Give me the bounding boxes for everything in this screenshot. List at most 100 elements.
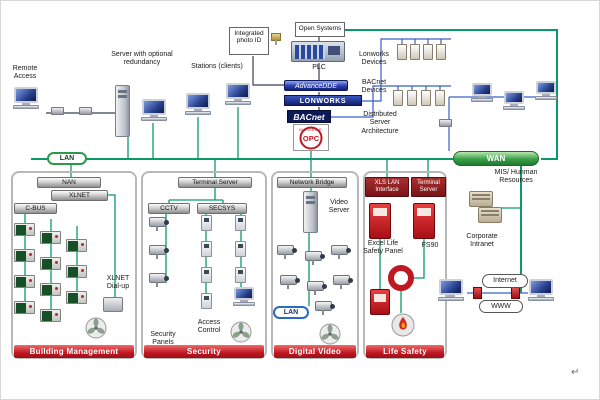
monitor-screen-icon bbox=[186, 93, 210, 109]
modem-icon bbox=[473, 287, 482, 299]
modem-icon bbox=[51, 107, 64, 115]
fire-panel bbox=[369, 203, 391, 239]
monitor-screen-icon bbox=[234, 287, 254, 300]
monitor-screen-icon bbox=[472, 83, 492, 96]
intranet-server bbox=[469, 191, 493, 207]
lan-oval: LAN bbox=[47, 152, 87, 165]
fire-panel-small bbox=[370, 289, 390, 315]
card-reader bbox=[235, 215, 246, 231]
lonworks-devices-label: Lonworks Devices bbox=[359, 51, 389, 67]
internet-oval: Internet bbox=[482, 274, 528, 288]
secsys-banner: SECSYS bbox=[197, 203, 247, 214]
controller-device bbox=[14, 249, 35, 262]
life-safety-title: Life Safety bbox=[366, 345, 444, 358]
distributed-pc-2 bbox=[499, 91, 529, 110]
section-digital-video bbox=[271, 171, 359, 359]
paragraph-return-mark: ↵ bbox=[571, 367, 580, 378]
remote-access-label: Remote Access bbox=[12, 65, 38, 81]
video-server-label: Video Server bbox=[328, 199, 350, 215]
keyboard-icon bbox=[528, 297, 554, 301]
network-bridge-banner: Network Bridge bbox=[277, 177, 347, 188]
keyboard-icon bbox=[225, 101, 251, 105]
internet-pc-2 bbox=[526, 279, 556, 301]
video-camera bbox=[305, 251, 325, 265]
fan-icon bbox=[230, 321, 252, 348]
modem-icon bbox=[511, 287, 520, 299]
security-keypad bbox=[201, 241, 212, 257]
cbus-banner: C-BUS bbox=[14, 203, 57, 214]
controller-device bbox=[14, 275, 35, 288]
www-oval: WWW bbox=[479, 300, 523, 313]
security-keypad bbox=[201, 293, 212, 309]
keyboard-icon bbox=[471, 98, 493, 102]
opc-ring-icon bbox=[299, 126, 323, 149]
access-control-label: Access Control bbox=[197, 319, 221, 335]
distributed-pc-3 bbox=[531, 81, 561, 100]
monitor-screen-icon bbox=[14, 87, 38, 103]
lonworks-device bbox=[436, 44, 446, 60]
distributed-pc-1 bbox=[467, 83, 497, 102]
xlnet-dialup-label: XLNET Dial-up bbox=[106, 275, 130, 291]
wan-banner: WAN bbox=[453, 151, 539, 166]
distributed-server-label: Distributed Server Architecture bbox=[361, 111, 399, 135]
monitor-screen-icon bbox=[529, 279, 553, 295]
keyboard-icon bbox=[438, 297, 464, 301]
security-workstation bbox=[229, 287, 259, 306]
fire-loop-ring bbox=[388, 265, 414, 291]
plc-label: PLC bbox=[312, 64, 326, 71]
station-pc-2 bbox=[223, 83, 253, 105]
security-keypad bbox=[201, 215, 212, 231]
security-title: Security bbox=[144, 345, 264, 358]
controller-device bbox=[14, 223, 35, 236]
photo-camera-icon bbox=[271, 33, 281, 45]
card-reader bbox=[235, 241, 246, 257]
section-life-safety bbox=[363, 171, 447, 359]
controller-device bbox=[66, 239, 87, 252]
xlnet-banner: XLNET bbox=[51, 190, 108, 201]
fan-icon bbox=[319, 323, 341, 350]
controller-device bbox=[14, 301, 35, 314]
server-monitor bbox=[139, 99, 169, 121]
plc-device bbox=[291, 41, 345, 62]
dialup-modem-icon bbox=[103, 297, 123, 312]
lonworks-device bbox=[423, 44, 433, 60]
keyboard-icon bbox=[141, 117, 167, 121]
bacnet-device bbox=[435, 90, 445, 106]
flame-icon bbox=[391, 313, 415, 342]
fan-icon bbox=[85, 317, 107, 344]
cctv-camera bbox=[149, 217, 169, 231]
remote-access-pc bbox=[11, 87, 41, 109]
video-camera bbox=[280, 275, 300, 289]
ls-terminal-server-banner: Terminal Server bbox=[411, 177, 446, 197]
internet-pc-1 bbox=[436, 279, 466, 301]
section-building-management bbox=[11, 171, 137, 359]
modem-icon bbox=[79, 107, 92, 115]
integrated-photo-id-box: Integrated photo ID bbox=[229, 27, 269, 55]
video-camera bbox=[307, 281, 327, 295]
monitor-screen-icon bbox=[504, 91, 524, 104]
security-keypad bbox=[201, 267, 212, 283]
open-systems-box: Open Systems bbox=[295, 22, 345, 37]
digital-video-title: Digital Video bbox=[274, 345, 356, 358]
controller-device bbox=[66, 291, 87, 304]
monitor-screen-icon bbox=[226, 83, 250, 99]
video-lan-oval: LAN bbox=[273, 306, 309, 319]
bacnet-devices-label: BACnet Devices bbox=[361, 79, 387, 95]
bacnet-logo: BACnet bbox=[287, 110, 331, 123]
monitor-screen-icon bbox=[142, 99, 166, 115]
server-tower bbox=[115, 85, 130, 137]
corporate-intranet-label: Corporate Intranet bbox=[466, 233, 498, 249]
section-security bbox=[141, 171, 267, 359]
video-camera bbox=[333, 275, 353, 289]
station-pc-1 bbox=[183, 93, 213, 115]
excel-life-safety-label: Excel Life Safety Panel bbox=[363, 240, 403, 256]
keyboard-icon bbox=[13, 105, 39, 109]
keyboard-icon bbox=[535, 96, 557, 100]
controller-device bbox=[40, 283, 61, 296]
router-icon bbox=[439, 119, 452, 127]
lonworks-device bbox=[410, 44, 420, 60]
lonworks-device bbox=[397, 44, 407, 60]
cctv-banner: CCTV bbox=[148, 203, 190, 214]
video-server-tower bbox=[303, 191, 318, 233]
